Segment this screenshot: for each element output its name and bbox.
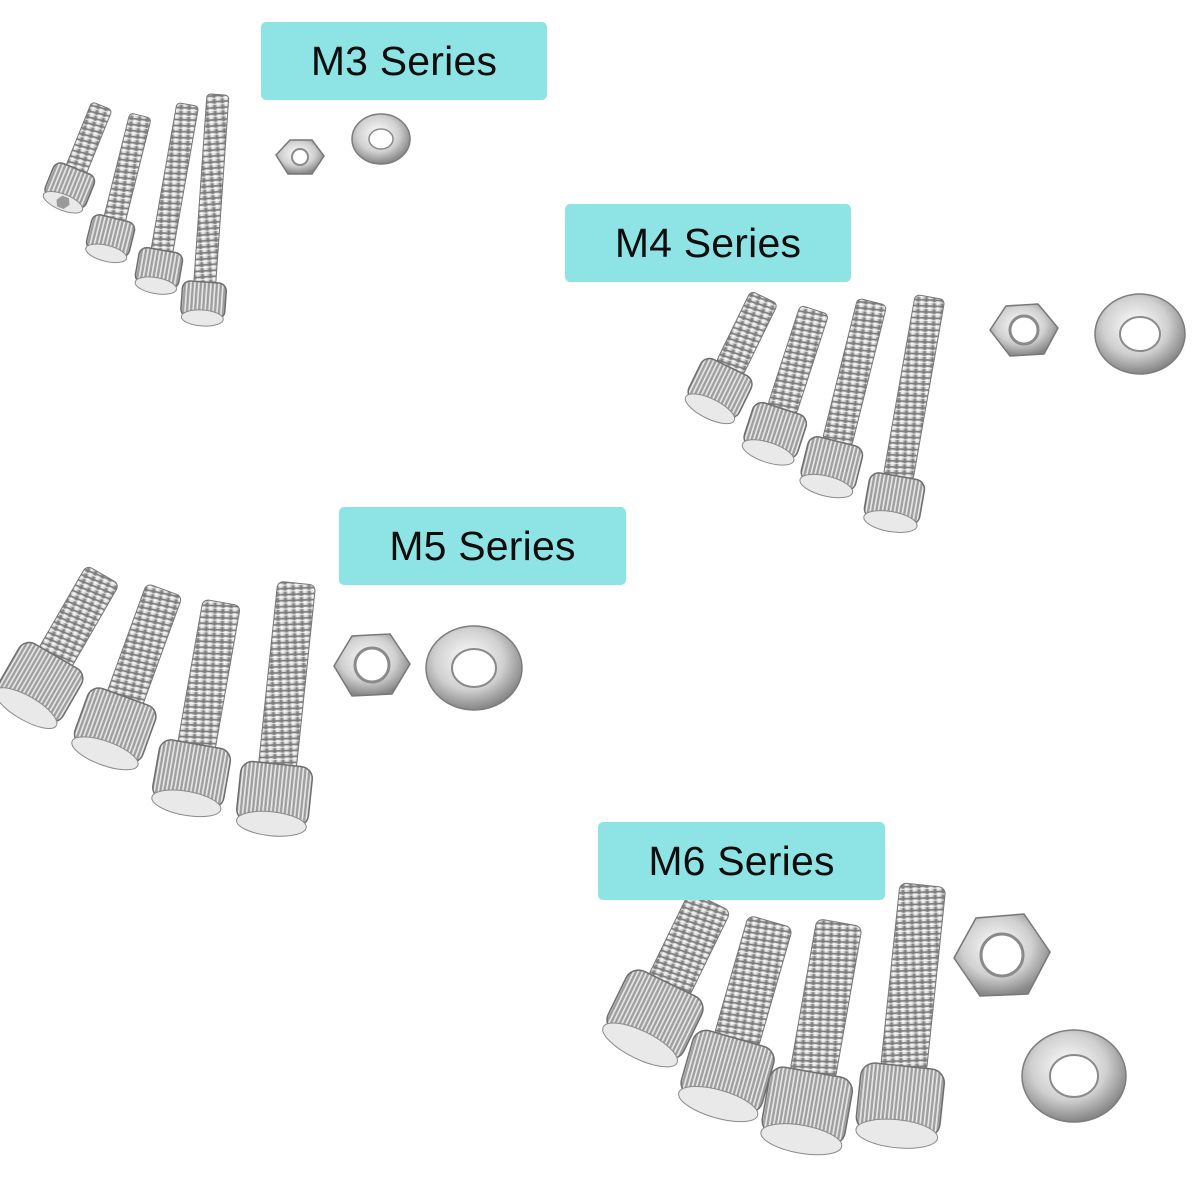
m6-screw-2 xyxy=(678,916,792,1123)
m3-screw-1 xyxy=(42,102,112,214)
m4-washer xyxy=(1094,293,1186,375)
m4-screw-3 xyxy=(799,298,887,499)
m4-series-label: M4 Series xyxy=(565,204,851,282)
m5-nut xyxy=(333,633,411,697)
m5-screw-2 xyxy=(71,584,182,771)
m3-group xyxy=(42,93,411,327)
m6-nut xyxy=(953,913,1051,997)
m5-screw-4 xyxy=(236,581,316,837)
m3-washer xyxy=(351,113,411,165)
m5-group xyxy=(0,566,523,837)
m5-screw-3 xyxy=(151,599,241,818)
m3-nut xyxy=(275,139,325,175)
m4-nut xyxy=(989,303,1059,357)
m6-screw-3 xyxy=(760,919,862,1156)
m6-washer xyxy=(1021,1029,1127,1123)
m5-screw-1 xyxy=(0,566,118,729)
m3-series-label: M3 Series xyxy=(261,22,547,100)
m6-screw-1 xyxy=(602,892,730,1068)
m3-screw-3 xyxy=(134,102,199,295)
m6-series-label: M6 Series xyxy=(598,822,885,900)
m4-screw-4 xyxy=(863,294,945,533)
m3-screw-4 xyxy=(180,93,230,327)
m4-group xyxy=(684,291,1186,533)
m6-screw-4 xyxy=(855,882,946,1149)
m5-washer xyxy=(425,625,523,711)
m4-screw-1 xyxy=(684,291,777,425)
m4-screw-2 xyxy=(741,305,828,466)
m3-screw-2 xyxy=(85,113,151,264)
m5-series-label: M5 Series xyxy=(339,507,626,585)
m6-group xyxy=(602,882,1127,1156)
